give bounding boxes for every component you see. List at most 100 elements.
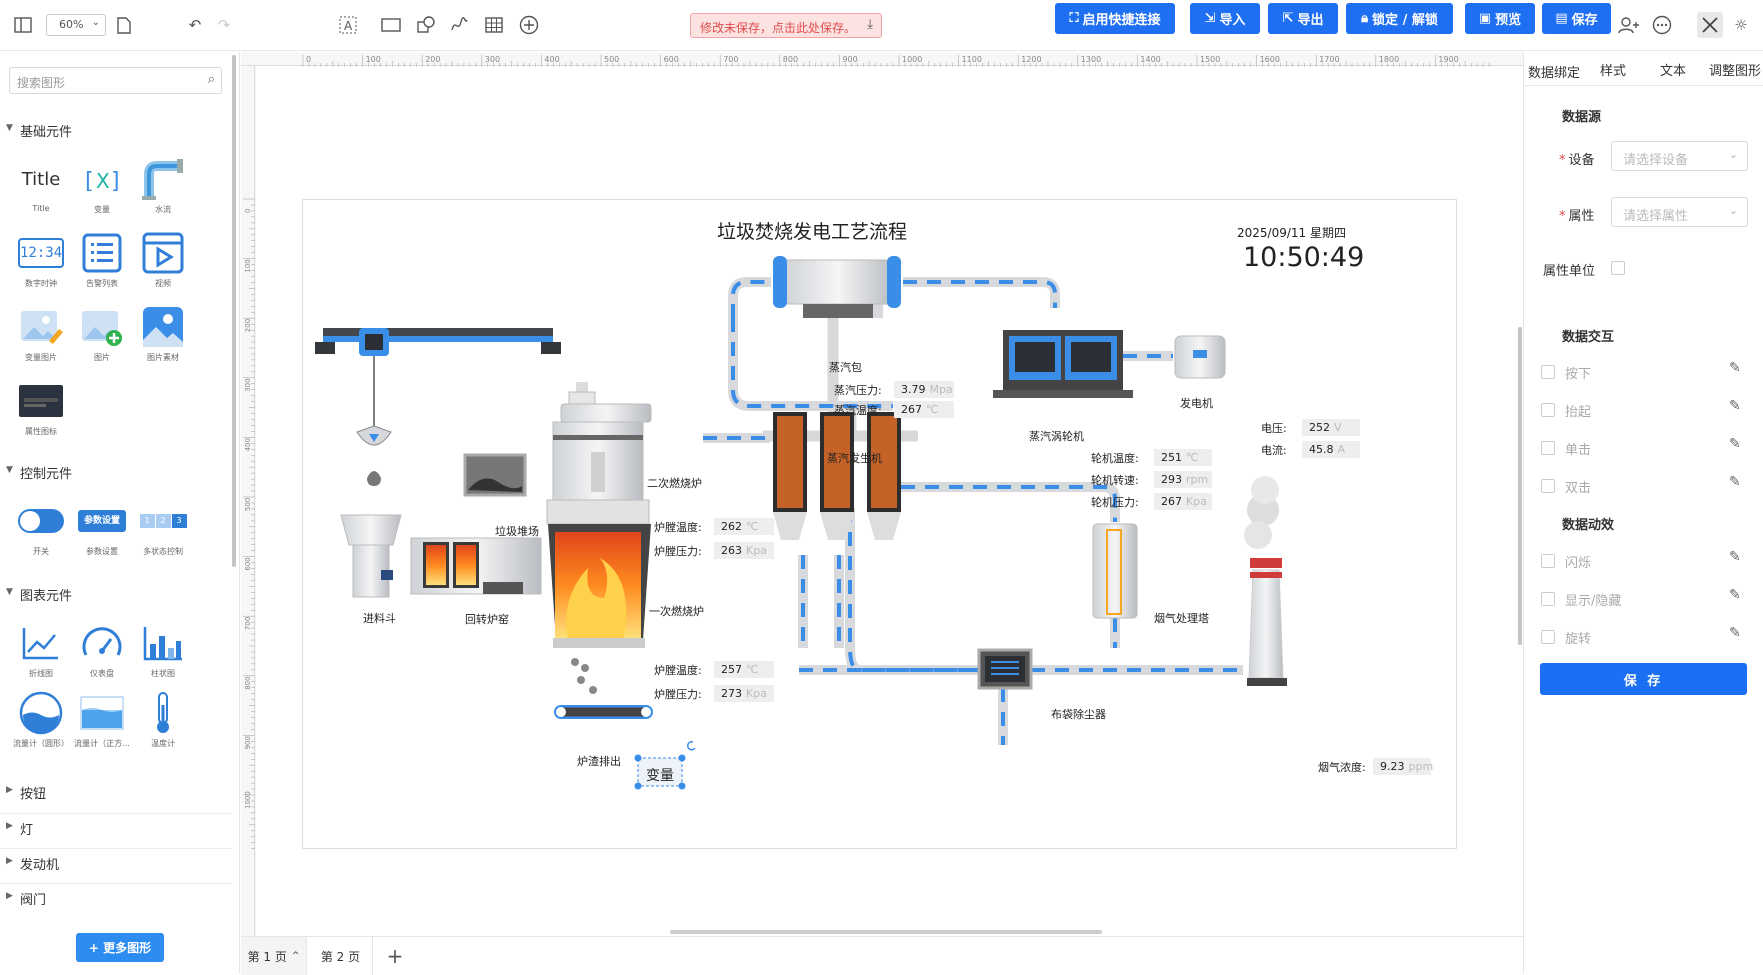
- lock-unlock-button[interactable]: 🔒︎锁定 / 解锁: [1346, 3, 1453, 34]
- more-shapes-button[interactable]: + 更多图形: [76, 933, 164, 962]
- tile-video[interactable]: 视频: [135, 230, 191, 296]
- tab-style[interactable]: 样式: [1600, 64, 1627, 79]
- ruler-label: 1800: [1379, 55, 1399, 64]
- turbine-temp-value: 251℃: [1154, 449, 1212, 466]
- more-options-icon[interactable]: [1651, 14, 1673, 36]
- blink-checkbox[interactable]: [1541, 554, 1555, 568]
- tile-multi-state[interactable]: 1 2 3 多状态控制: [135, 498, 191, 564]
- left-scrollbar[interactable]: [232, 55, 236, 567]
- attribute-select[interactable]: 请选择属性⌄: [1611, 197, 1748, 227]
- edit-icon[interactable]: ✎: [1729, 474, 1741, 490]
- shapes-tool-icon[interactable]: [415, 14, 437, 36]
- selected-variable[interactable]: 变量: [646, 768, 674, 784]
- edit-icon[interactable]: ✎: [1729, 625, 1741, 641]
- tile-line-chart[interactable]: 折线图: [13, 620, 69, 686]
- tile-gauge[interactable]: 仪表盘: [74, 620, 130, 686]
- diagram-time: 10:50:49: [1243, 242, 1365, 273]
- edit-icon[interactable]: ✎: [1729, 436, 1741, 452]
- tools-icon[interactable]: [1697, 12, 1723, 38]
- category-basic[interactable]: ▼基础元件: [6, 123, 73, 140]
- turbine-speed-label: 轮机转速:: [1091, 474, 1139, 487]
- tab-page-1[interactable]: 第 1 页^: [241, 937, 307, 975]
- caret-down-icon: ▼: [6, 465, 13, 475]
- add-page-button[interactable]: +: [386, 944, 404, 968]
- device-select[interactable]: 请选择设备⌄: [1611, 141, 1748, 171]
- double-click-checkbox[interactable]: [1541, 479, 1555, 493]
- tile-digital-clock[interactable]: 12:34 数字时钟: [13, 230, 69, 296]
- category-chart[interactable]: ▼图表元件: [6, 587, 73, 604]
- attribute-label: *属性: [1559, 209, 1595, 224]
- add-user-icon[interactable]: [1618, 14, 1640, 36]
- tile-switch[interactable]: 开关: [13, 498, 69, 564]
- release-checkbox[interactable]: [1541, 403, 1555, 417]
- diagram-title: 垃圾焚烧发电工艺流程: [717, 221, 908, 243]
- blink-label: 闪烁: [1565, 556, 1592, 571]
- edit-icon[interactable]: ✎: [1729, 549, 1741, 565]
- export-button[interactable]: ⇱导出: [1268, 3, 1338, 34]
- rotate-checkbox[interactable]: [1541, 630, 1555, 644]
- show-hide-checkbox[interactable]: [1541, 592, 1555, 606]
- press-checkbox[interactable]: [1541, 365, 1555, 379]
- unit-checkbox[interactable]: [1611, 261, 1625, 275]
- tab-adjust-shape[interactable]: 调整图形: [1709, 64, 1762, 79]
- tile-bar-chart[interactable]: 柱状图: [135, 620, 191, 686]
- click-checkbox[interactable]: [1541, 441, 1555, 455]
- settings-sun-icon[interactable]: ☼: [1734, 16, 1748, 34]
- tile-property-icon[interactable]: 属性图标: [13, 378, 69, 444]
- property-icon: [17, 378, 65, 424]
- tile-water-flow[interactable]: 水流: [135, 156, 191, 222]
- redo-icon[interactable]: ↷: [217, 16, 231, 34]
- category-button[interactable]: ▶按钮: [6, 785, 47, 802]
- right-scrollbar[interactable]: [1518, 327, 1522, 645]
- tile-flow-meter-round[interactable]: 流量计（圆形）: [13, 690, 69, 756]
- sidebar-toggle-icon[interactable]: [12, 14, 34, 36]
- tab-page-2[interactable]: 第 2 页: [309, 937, 373, 975]
- import-button[interactable]: ⇲导入: [1190, 3, 1260, 34]
- panel-save-button[interactable]: 保 存: [1540, 663, 1747, 695]
- page-icon[interactable]: [113, 14, 135, 36]
- tile-variable-image[interactable]: 变量图片: [13, 304, 69, 370]
- category-control[interactable]: ▼控制元件: [6, 465, 73, 482]
- caret-down-icon: ▼: [6, 587, 13, 597]
- category-valve[interactable]: ▶阀门: [0, 883, 232, 911]
- rectangle-tool-icon[interactable]: [380, 14, 402, 36]
- freehand-tool-icon[interactable]: [448, 14, 470, 36]
- list-icon: [78, 230, 126, 276]
- tab-text[interactable]: 文本: [1660, 64, 1687, 79]
- release-label: 抬起: [1565, 405, 1592, 420]
- multi-state-icon: 1 2 3: [139, 498, 187, 544]
- bar-chart-icon: [139, 620, 187, 666]
- search-input[interactable]: 搜索图形⌕: [9, 67, 222, 94]
- tab-data-binding[interactable]: 数据绑定: [1528, 66, 1581, 81]
- category-engine[interactable]: ▶发动机: [0, 848, 232, 876]
- tile-label: 图片: [94, 353, 110, 362]
- edit-icon[interactable]: ✎: [1729, 398, 1741, 414]
- value: 9.23: [1380, 760, 1405, 773]
- process-diagram[interactable]: 垃圾焚烧发电工艺流程 2025/09/11 星期四 10:50:49 蒸汽包 蒸…: [302, 199, 1457, 849]
- text-tool-icon[interactable]: A: [337, 14, 359, 36]
- unit: Mpa: [929, 383, 953, 396]
- category-light[interactable]: ▶灯: [0, 813, 232, 841]
- caret-down-icon: ▼: [6, 123, 13, 133]
- quick-connect-button[interactable]: ⛶启用快捷连接: [1055, 3, 1175, 34]
- add-circle-icon[interactable]: [518, 14, 540, 36]
- tile-variable[interactable]: [X] 变量: [74, 156, 130, 222]
- tile-title[interactable]: Title Title: [13, 156, 69, 222]
- unsaved-notice[interactable]: 修改未保存，点击此处保存。⤓: [690, 13, 882, 38]
- undo-icon[interactable]: ↶: [188, 16, 202, 34]
- tile-alarm-list[interactable]: 告警列表: [74, 230, 130, 296]
- horizontal-scrollbar[interactable]: [670, 930, 1102, 934]
- lock-icon: 🔒︎: [1361, 11, 1369, 26]
- edit-icon[interactable]: ✎: [1729, 360, 1741, 376]
- edit-icon[interactable]: ✎: [1729, 587, 1741, 603]
- zoom-select[interactable]: 60%⌄: [46, 14, 106, 36]
- table-tool-icon[interactable]: [483, 14, 505, 36]
- preview-button[interactable]: ▣预览: [1465, 3, 1535, 34]
- tile-param-setting[interactable]: 参数设置 参数设置: [74, 498, 130, 564]
- tile-image-asset[interactable]: 图片素材: [135, 304, 191, 370]
- tile-flow-meter-square[interactable]: 流量计（正方...: [74, 690, 130, 756]
- tile-image[interactable]: 图片: [74, 304, 130, 370]
- tile-thermometer[interactable]: 温度计: [135, 690, 191, 756]
- save-button[interactable]: ▤保存: [1542, 3, 1611, 34]
